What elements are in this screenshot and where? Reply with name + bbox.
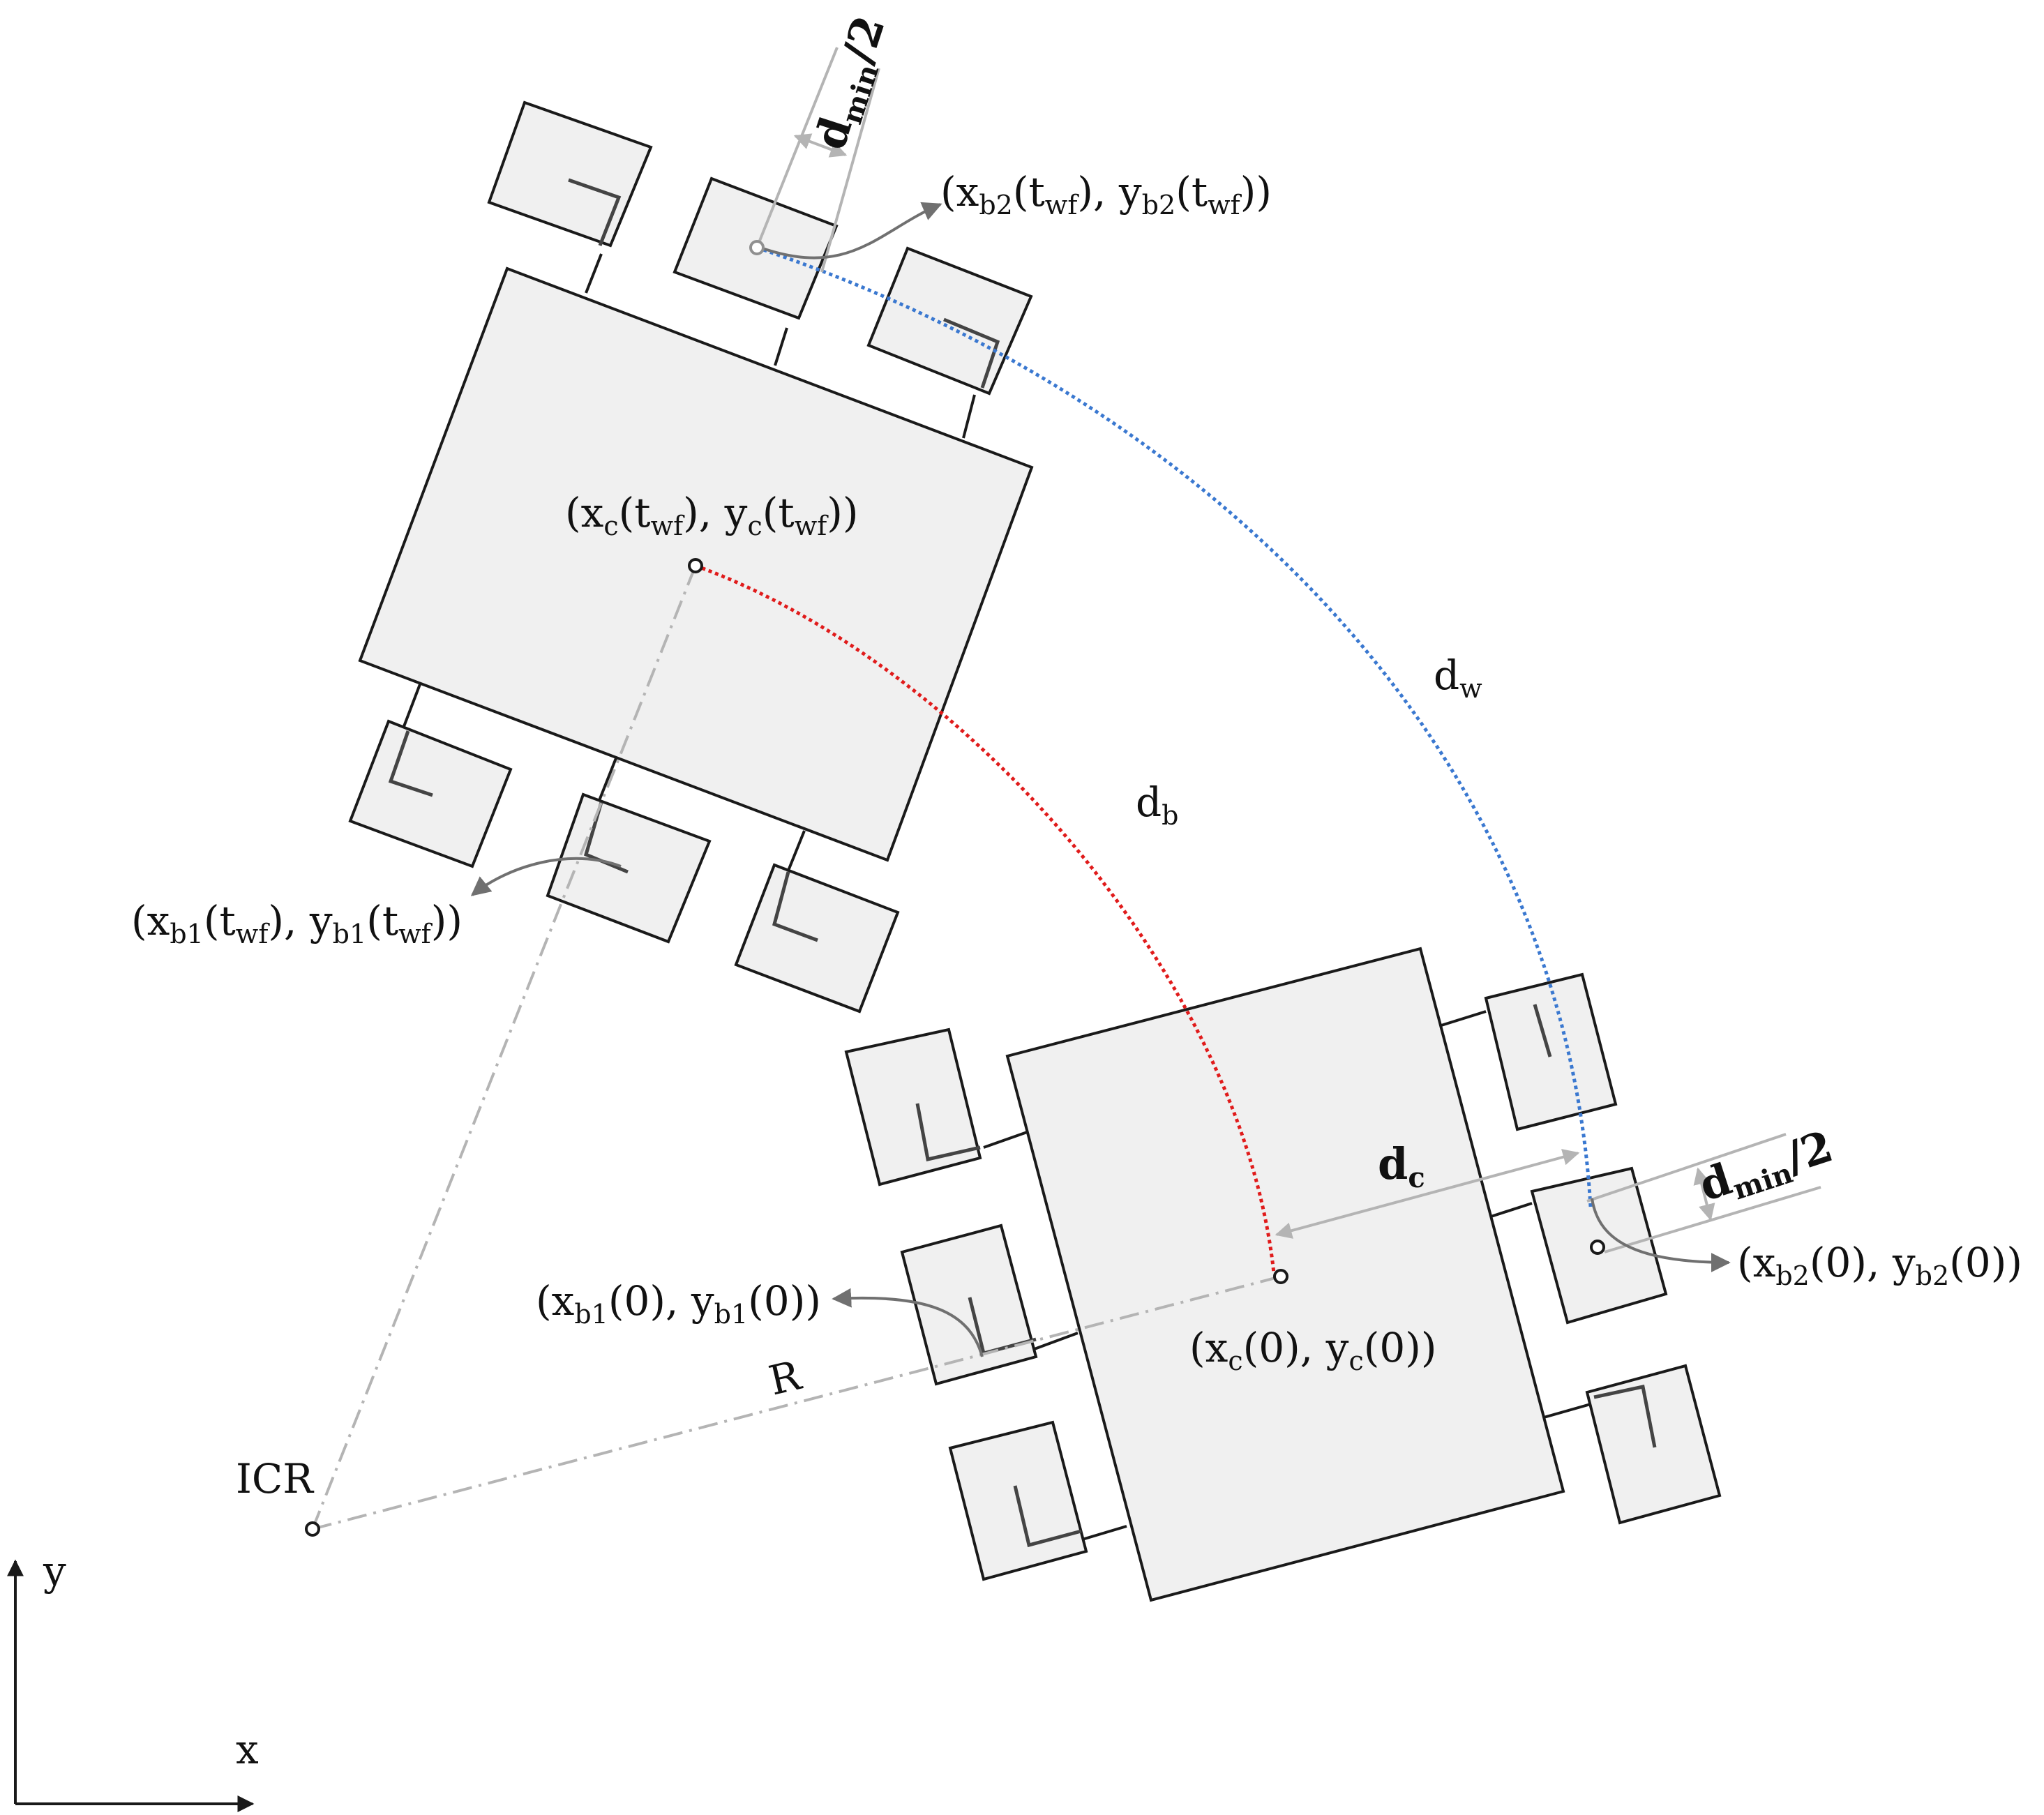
label-xc-twf: (xc(twf), yc(twf)) xyxy=(565,489,859,541)
leader-arrows xyxy=(470,202,1731,1357)
label-dw: dw xyxy=(1434,652,1482,704)
label-radius: R xyxy=(765,1351,806,1405)
wheel-twf-front-left xyxy=(487,100,653,248)
radius-line-to-twf xyxy=(311,565,697,1530)
body-center-trajectory xyxy=(695,564,1276,1274)
label-xb1-0: (xb1(0), yb1(0)) xyxy=(536,1277,821,1330)
label-icr: ICR xyxy=(236,1455,315,1503)
coordinate-axes xyxy=(6,1559,255,1812)
wheel-0-right-rear xyxy=(1585,1364,1722,1525)
leader-xb1-twf xyxy=(470,857,622,896)
wheel-0-left-front xyxy=(844,1027,982,1187)
wheel-0-right-front xyxy=(1484,972,1618,1131)
wheel-twf-rear-mid xyxy=(546,792,712,944)
dimension-dmin-right xyxy=(1586,1133,1821,1253)
label-xb2-0: (xb2(0), yb2(0)) xyxy=(1737,1239,2022,1291)
wheel-twf-rear-right xyxy=(734,863,900,1014)
label-axis-x: x xyxy=(236,1726,259,1773)
label-xb2-twf: (xb2(twf), yb2(twf)) xyxy=(940,168,1272,220)
label-db: db xyxy=(1136,778,1178,831)
label-xb1-twf: (xb1(twf), yb1(twf)) xyxy=(131,897,463,949)
point-xb2-twf xyxy=(749,240,765,255)
radius-line-to-0 xyxy=(312,1275,1282,1530)
point-icr xyxy=(305,1521,320,1537)
label-xc-0: (xc(0), yc(0)) xyxy=(1189,1324,1437,1376)
wheel-center-trajectory xyxy=(756,246,1593,1207)
wheel-twf-rear-left xyxy=(348,719,513,868)
wheel-twf-front-right xyxy=(866,246,1033,396)
dimension-dc xyxy=(1275,1149,1580,1239)
wheel-0-left-rear xyxy=(948,1420,1088,1581)
leader-xb1-0 xyxy=(832,1288,984,1357)
key-points xyxy=(305,240,1605,1537)
label-dmin-top: dmin/2 xyxy=(804,10,900,157)
dimension-dmin-top xyxy=(756,47,880,273)
label-dc: dc xyxy=(1378,1138,1425,1194)
axles-twf xyxy=(402,253,976,875)
leader-xb2-twf xyxy=(760,202,942,259)
icr-radius-lines xyxy=(311,565,1282,1530)
point-xc-0 xyxy=(1273,1269,1288,1284)
label-dmin-right: dmin/2 xyxy=(1693,1120,1840,1216)
leader-xb2-0 xyxy=(1591,1198,1731,1272)
point-xc-twf xyxy=(688,558,703,573)
label-axis-y: y xyxy=(43,1547,66,1595)
point-xb2-0 xyxy=(1590,1240,1605,1255)
robot-at-twf xyxy=(348,100,1034,1014)
